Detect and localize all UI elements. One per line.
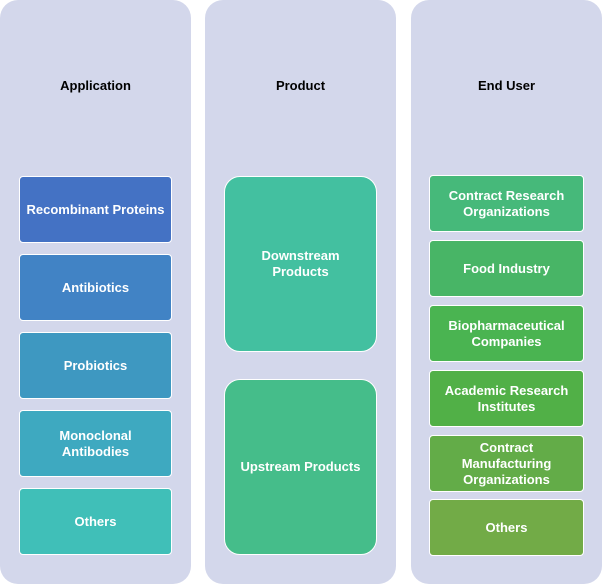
item-label: Recombinant Proteins — [26, 201, 165, 217]
application-item-recombinant-proteins[interactable]: Recombinant Proteins — [19, 176, 172, 243]
application-item-monoclonal-antibodies[interactable]: Monoclonal Antibodies — [19, 410, 172, 477]
end-user-item-biopharmaceutical-companies[interactable]: Biopharmaceutical Companies — [429, 305, 584, 362]
item-label: Biopharmaceutical Companies — [448, 317, 565, 349]
application-item-probiotics[interactable]: Probiotics — [19, 332, 172, 399]
product-item-downstream-products[interactable]: Downstream Products — [224, 176, 377, 352]
item-label: Antibiotics — [61, 279, 130, 295]
end-user-column-title: End User — [477, 78, 536, 93]
item-label: Downstream Products — [261, 248, 340, 279]
item-label: Probiotics — [63, 357, 128, 373]
item-label: Academic Research Institutes — [444, 382, 569, 414]
end-user-item-contract-research-organizations[interactable]: Contract Research Organizations — [429, 175, 584, 232]
item-label: Upstream Products — [240, 459, 361, 474]
product-column: Product Downstream Products Upstream Pro… — [205, 0, 396, 584]
end-user-item-academic-research-institutes[interactable]: Academic Research Institutes — [429, 370, 584, 427]
application-column: Application Recombinant Proteins Antibio… — [0, 0, 191, 584]
application-item-antibiotics[interactable]: Antibiotics — [19, 254, 172, 321]
product-item-upstream-products[interactable]: Upstream Products — [224, 379, 377, 555]
item-label: Others — [485, 519, 528, 535]
application-item-others[interactable]: Others — [19, 488, 172, 555]
end-user-column: End User Contract Research Organizations… — [411, 0, 602, 584]
end-user-item-food-industry[interactable]: Food Industry — [429, 240, 584, 297]
item-label: Monoclonal Antibodies — [59, 427, 132, 459]
item-label: Others — [74, 513, 117, 529]
item-label: Contract Manufacturing Organizations — [461, 439, 552, 487]
end-user-item-others[interactable]: Others — [429, 499, 584, 556]
item-label: Food Industry — [463, 260, 550, 276]
end-user-item-contract-manufacturing-organizations[interactable]: Contract Manufacturing Organizations — [429, 435, 584, 492]
application-column-title: Application — [60, 78, 131, 93]
product-column-title: Product — [275, 78, 326, 93]
item-label: Contract Research Organizations — [448, 187, 565, 219]
